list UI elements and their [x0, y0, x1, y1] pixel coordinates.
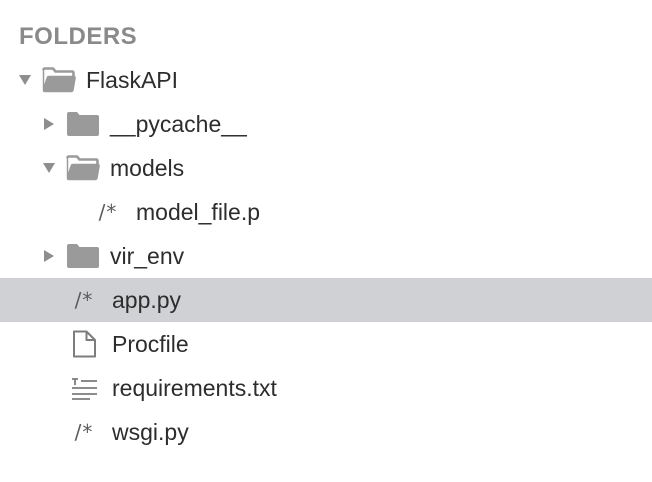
folder-open-icon — [42, 66, 76, 94]
folder-icon — [66, 110, 100, 138]
tree-item-label: model_file.p — [136, 199, 261, 225]
tree-item-wsgi-py[interactable]: /* wsgi.py — [0, 410, 652, 454]
tree-item-requirements[interactable]: requirements.txt — [0, 366, 652, 410]
tree-item-model-file[interactable]: /* model_file.p — [0, 190, 652, 234]
chevron-right-icon[interactable] — [42, 249, 56, 263]
chevron-right-icon[interactable] — [42, 117, 56, 131]
tree-item-app-py[interactable]: /* app.py — [0, 278, 652, 322]
code-file-icon: /* — [74, 420, 94, 444]
tree-item-label: requirements.txt — [112, 375, 277, 401]
code-file-icon: /* — [74, 288, 94, 312]
tree-item-label: vir_env — [110, 243, 185, 269]
chevron-down-icon[interactable] — [18, 73, 32, 87]
folder-tree: FlaskAPI __pycache__ — [0, 58, 652, 454]
code-file-icon: /* — [98, 200, 118, 224]
folder-icon — [66, 242, 100, 270]
folder-open-icon — [66, 154, 100, 182]
text-file-icon — [68, 374, 100, 402]
tree-item-label: wsgi.py — [112, 419, 189, 445]
tree-item-procfile[interactable]: Procfile — [0, 322, 652, 366]
tree-item-vir-env[interactable]: vir_env — [0, 234, 652, 278]
folders-header: FOLDERS — [19, 23, 138, 50]
tree-item-label: app.py — [112, 287, 182, 313]
tree-item-label: __pycache__ — [110, 111, 247, 137]
tree-item-label: Procfile — [112, 331, 189, 357]
tree-item-models[interactable]: models — [0, 146, 652, 190]
tree-item-pycache[interactable]: __pycache__ — [0, 102, 652, 146]
tree-item-label: models — [110, 155, 185, 181]
document-icon — [68, 330, 100, 358]
chevron-down-icon[interactable] — [42, 161, 56, 175]
tree-item-flaskapi[interactable]: FlaskAPI — [0, 58, 652, 102]
tree-item-label: FlaskAPI — [86, 67, 179, 93]
